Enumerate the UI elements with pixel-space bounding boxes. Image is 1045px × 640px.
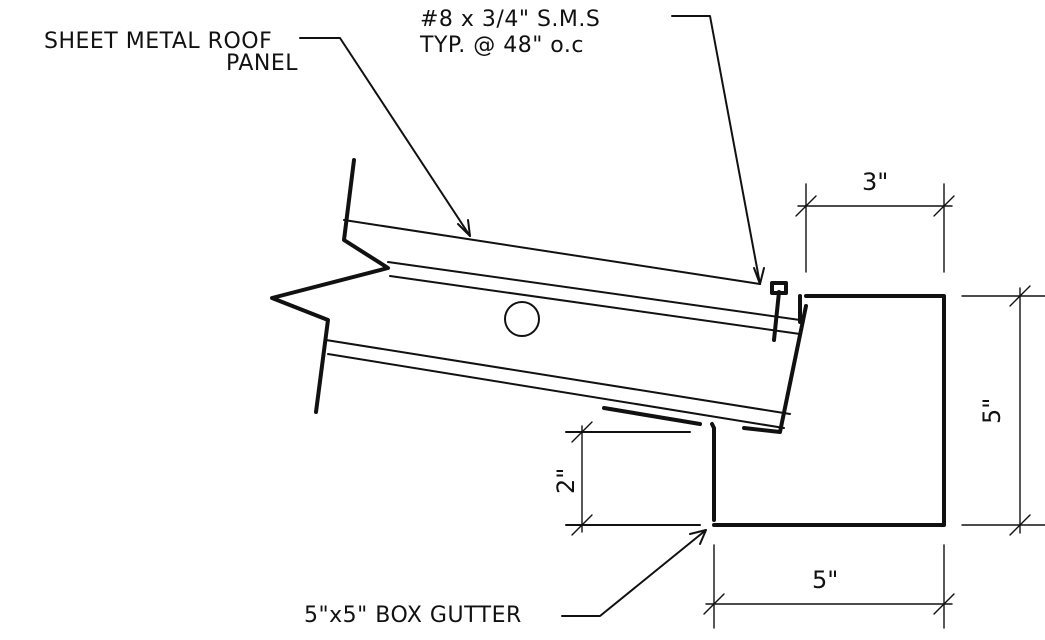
label-box-gutter: 5"x5" BOX GUTTER xyxy=(304,603,522,628)
dimension-right-5in: 5" xyxy=(961,285,1045,536)
dimension-bottom-5in: 5" xyxy=(703,544,955,629)
callout-box-gutter: 5"x5" BOX GUTTER xyxy=(304,529,707,628)
box-gutter xyxy=(565,294,946,527)
callout-roof-panel: SHEET METAL ROOF PANEL xyxy=(44,29,471,237)
label-screw-line2: TYP. @ 48" o.c xyxy=(419,33,584,58)
dim-label-right: 5" xyxy=(978,398,1006,424)
dim-label-left: 2" xyxy=(552,468,580,494)
dimension-left-2in: 2" xyxy=(552,421,593,536)
roof-panel xyxy=(270,158,808,434)
label-roof-panel-line2: PANEL xyxy=(226,51,298,76)
dim-label-bottom: 5" xyxy=(812,566,838,594)
callout-screw: #8 x 3/4" S.M.S TYP. @ 48" o.c xyxy=(419,7,765,285)
label-screw-line1: #8 x 3/4" S.M.S xyxy=(420,7,600,32)
label-roof-panel-line1: SHEET METAL ROOF xyxy=(44,29,272,54)
sms-screw xyxy=(770,281,788,342)
dimension-top-3in: 3" xyxy=(795,168,955,273)
fastener-hole xyxy=(504,301,540,337)
dim-label-top: 3" xyxy=(862,168,888,196)
